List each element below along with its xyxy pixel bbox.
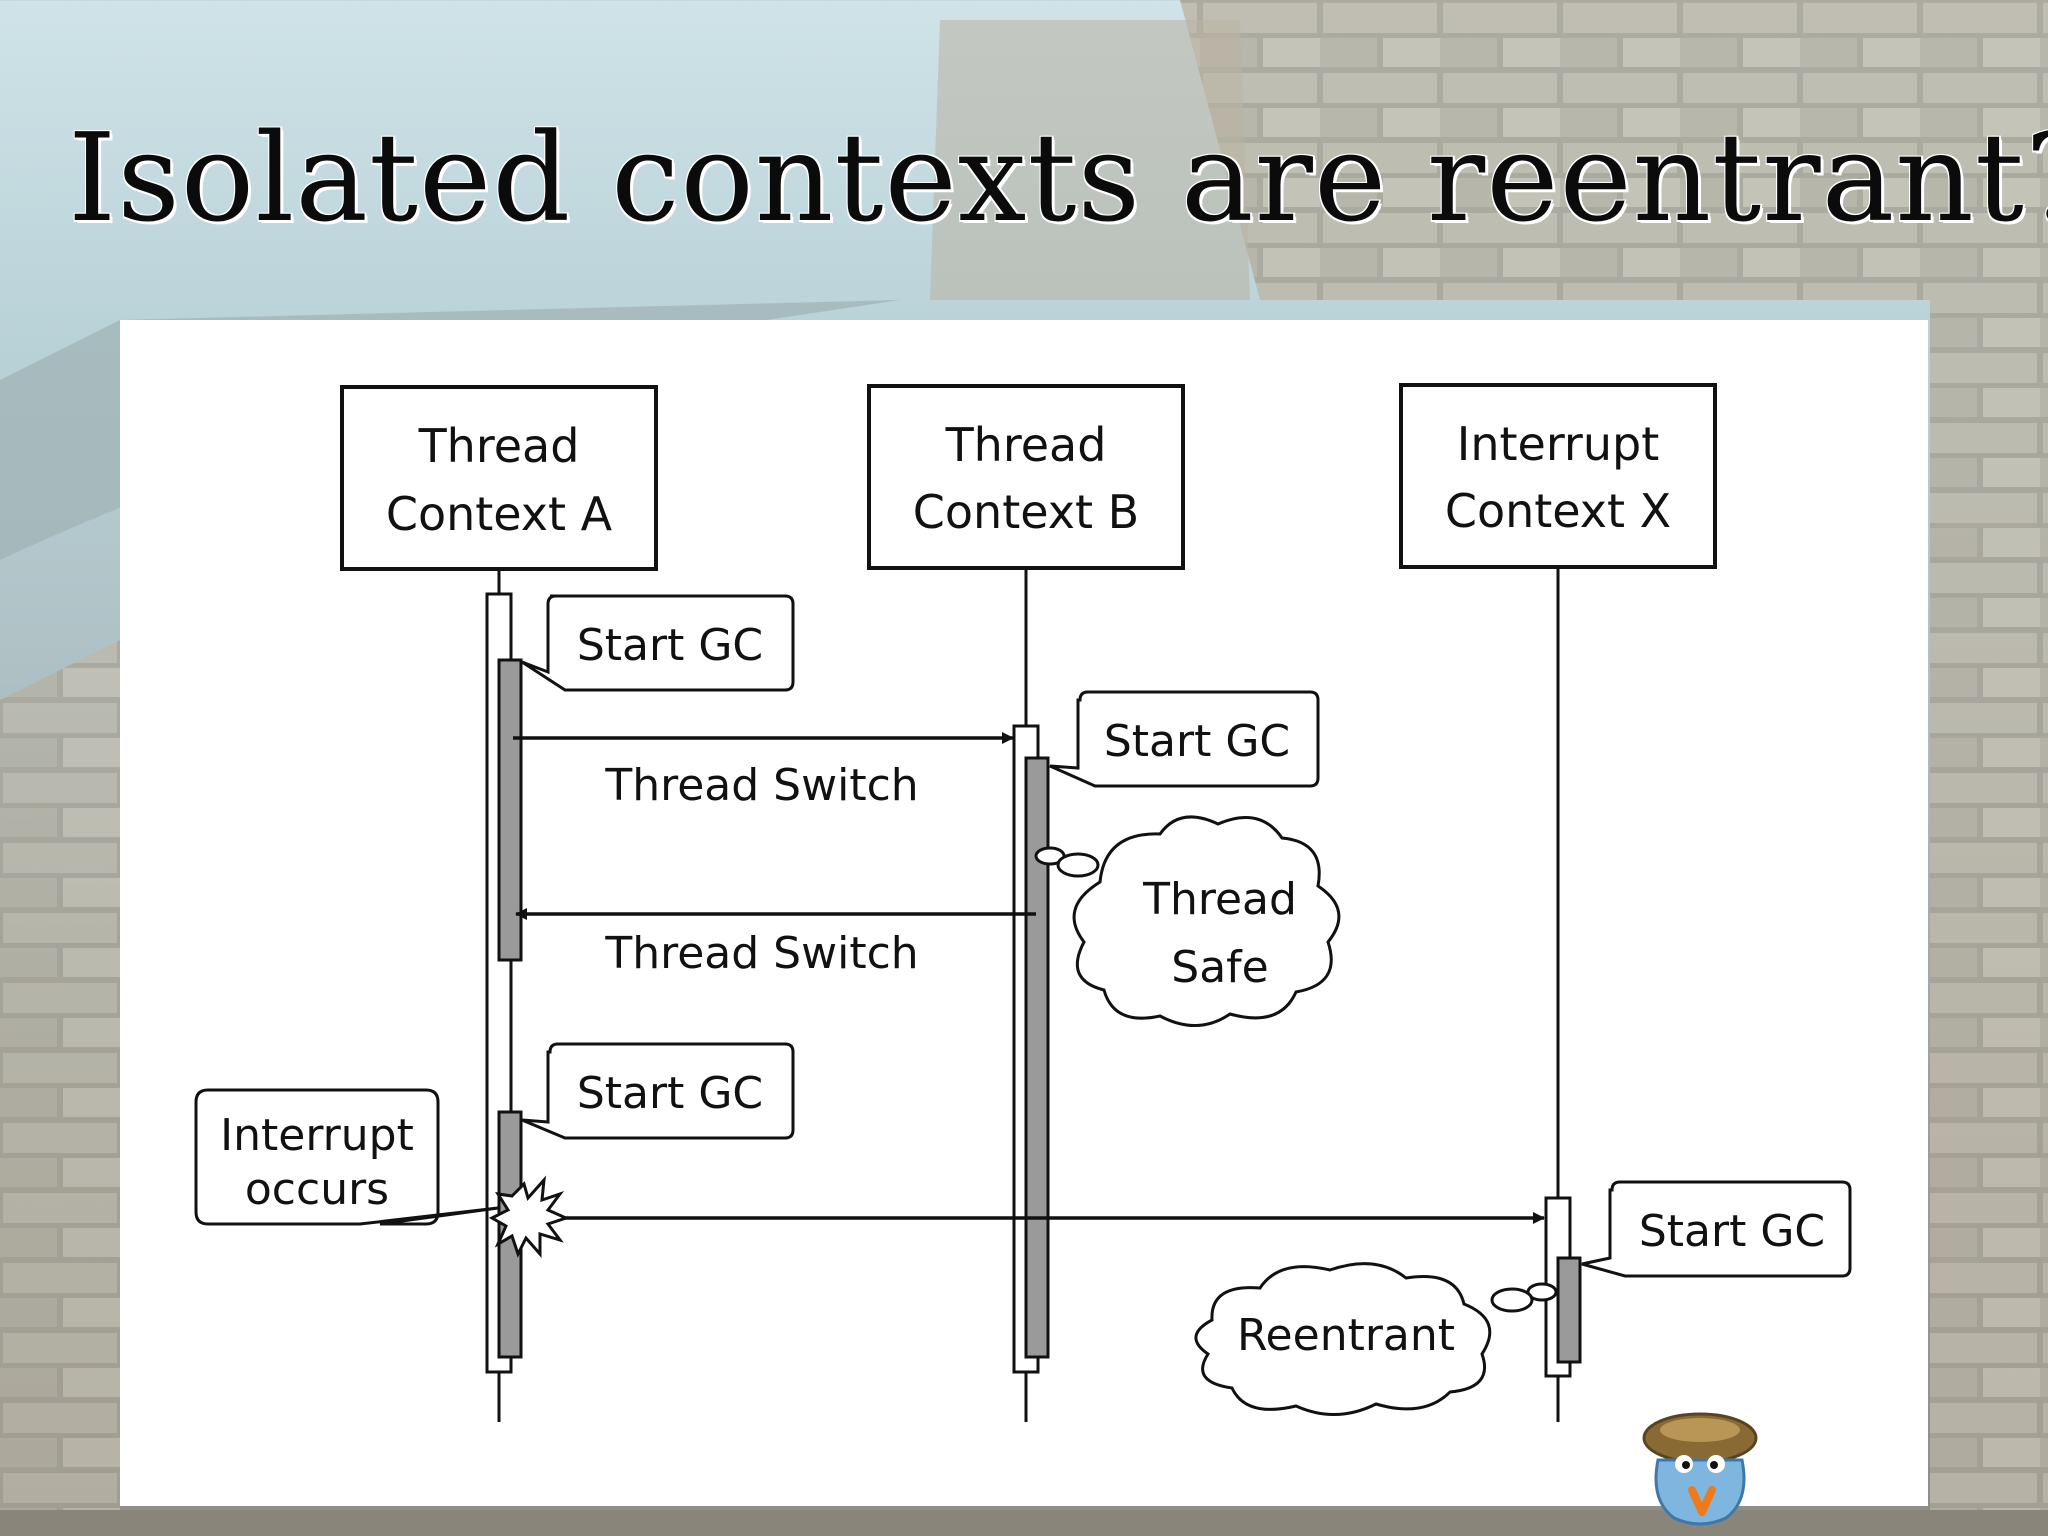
- note-start-gc-x-label: Start GC: [1639, 1206, 1825, 1257]
- note-start-gc-b-label: Start GC: [1104, 716, 1290, 767]
- note-start-gc-x: Start GC: [1581, 1180, 1852, 1278]
- sequence-diagram-panel: Thread Context A Thread Context B Interr…: [120, 320, 1928, 1506]
- lifeline-header-thread-b: Thread Context B: [867, 384, 1185, 570]
- sequence-diagram: Thread Context A Thread Context B Interr…: [194, 383, 1852, 1422]
- activation-x-gc: [1556, 1256, 1582, 1364]
- cloud-thread-safe-line2: Safe: [1171, 942, 1268, 993]
- note-start-gc-a2-label: Start GC: [577, 1068, 763, 1119]
- slide-title: Isolated contexts are reentrant?: [68, 107, 2048, 249]
- cloud-thread-safe: Thread Safe: [1034, 815, 1341, 1027]
- header-b-line1: Thread: [945, 418, 1107, 472]
- note-start-gc-a2: Start GC: [521, 1042, 795, 1140]
- mascot-logo-icon: [1642, 1412, 1758, 1526]
- message-switch-to-a-label: Thread Switch: [604, 928, 918, 979]
- header-a-line1: Thread: [418, 419, 580, 473]
- note-start-gc-a1-label: Start GC: [577, 620, 763, 671]
- note-interrupt-occurs: Interrupt occurs: [194, 1088, 499, 1226]
- cloud-reentrant-label: Reentrant: [1237, 1310, 1455, 1361]
- header-x-line2: Context X: [1445, 484, 1671, 538]
- header-x-line1: Interrupt: [1457, 417, 1659, 471]
- header-a-line2: Context A: [386, 487, 613, 541]
- note-interrupt-line1: Interrupt: [220, 1110, 414, 1161]
- lifeline-header-interrupt-x: Interrupt Context X: [1399, 383, 1717, 569]
- cloud-thread-safe-line1: Thread: [1142, 874, 1297, 925]
- cloud-reentrant: Reentrant: [1194, 1262, 1558, 1416]
- note-start-gc-a1: Start GC: [521, 594, 795, 692]
- note-interrupt-line2: occurs: [245, 1164, 389, 1215]
- lifeline-header-thread-a: Thread Context A: [340, 385, 658, 571]
- activation-b-gc: [1024, 756, 1050, 1359]
- header-b-line2: Context B: [913, 485, 1139, 539]
- message-switch-to-b-label: Thread Switch: [604, 760, 918, 811]
- interrupt-burst-icon: [488, 1175, 571, 1258]
- note-start-gc-b: Start GC: [1049, 690, 1320, 788]
- activation-a-gc1: [497, 658, 523, 962]
